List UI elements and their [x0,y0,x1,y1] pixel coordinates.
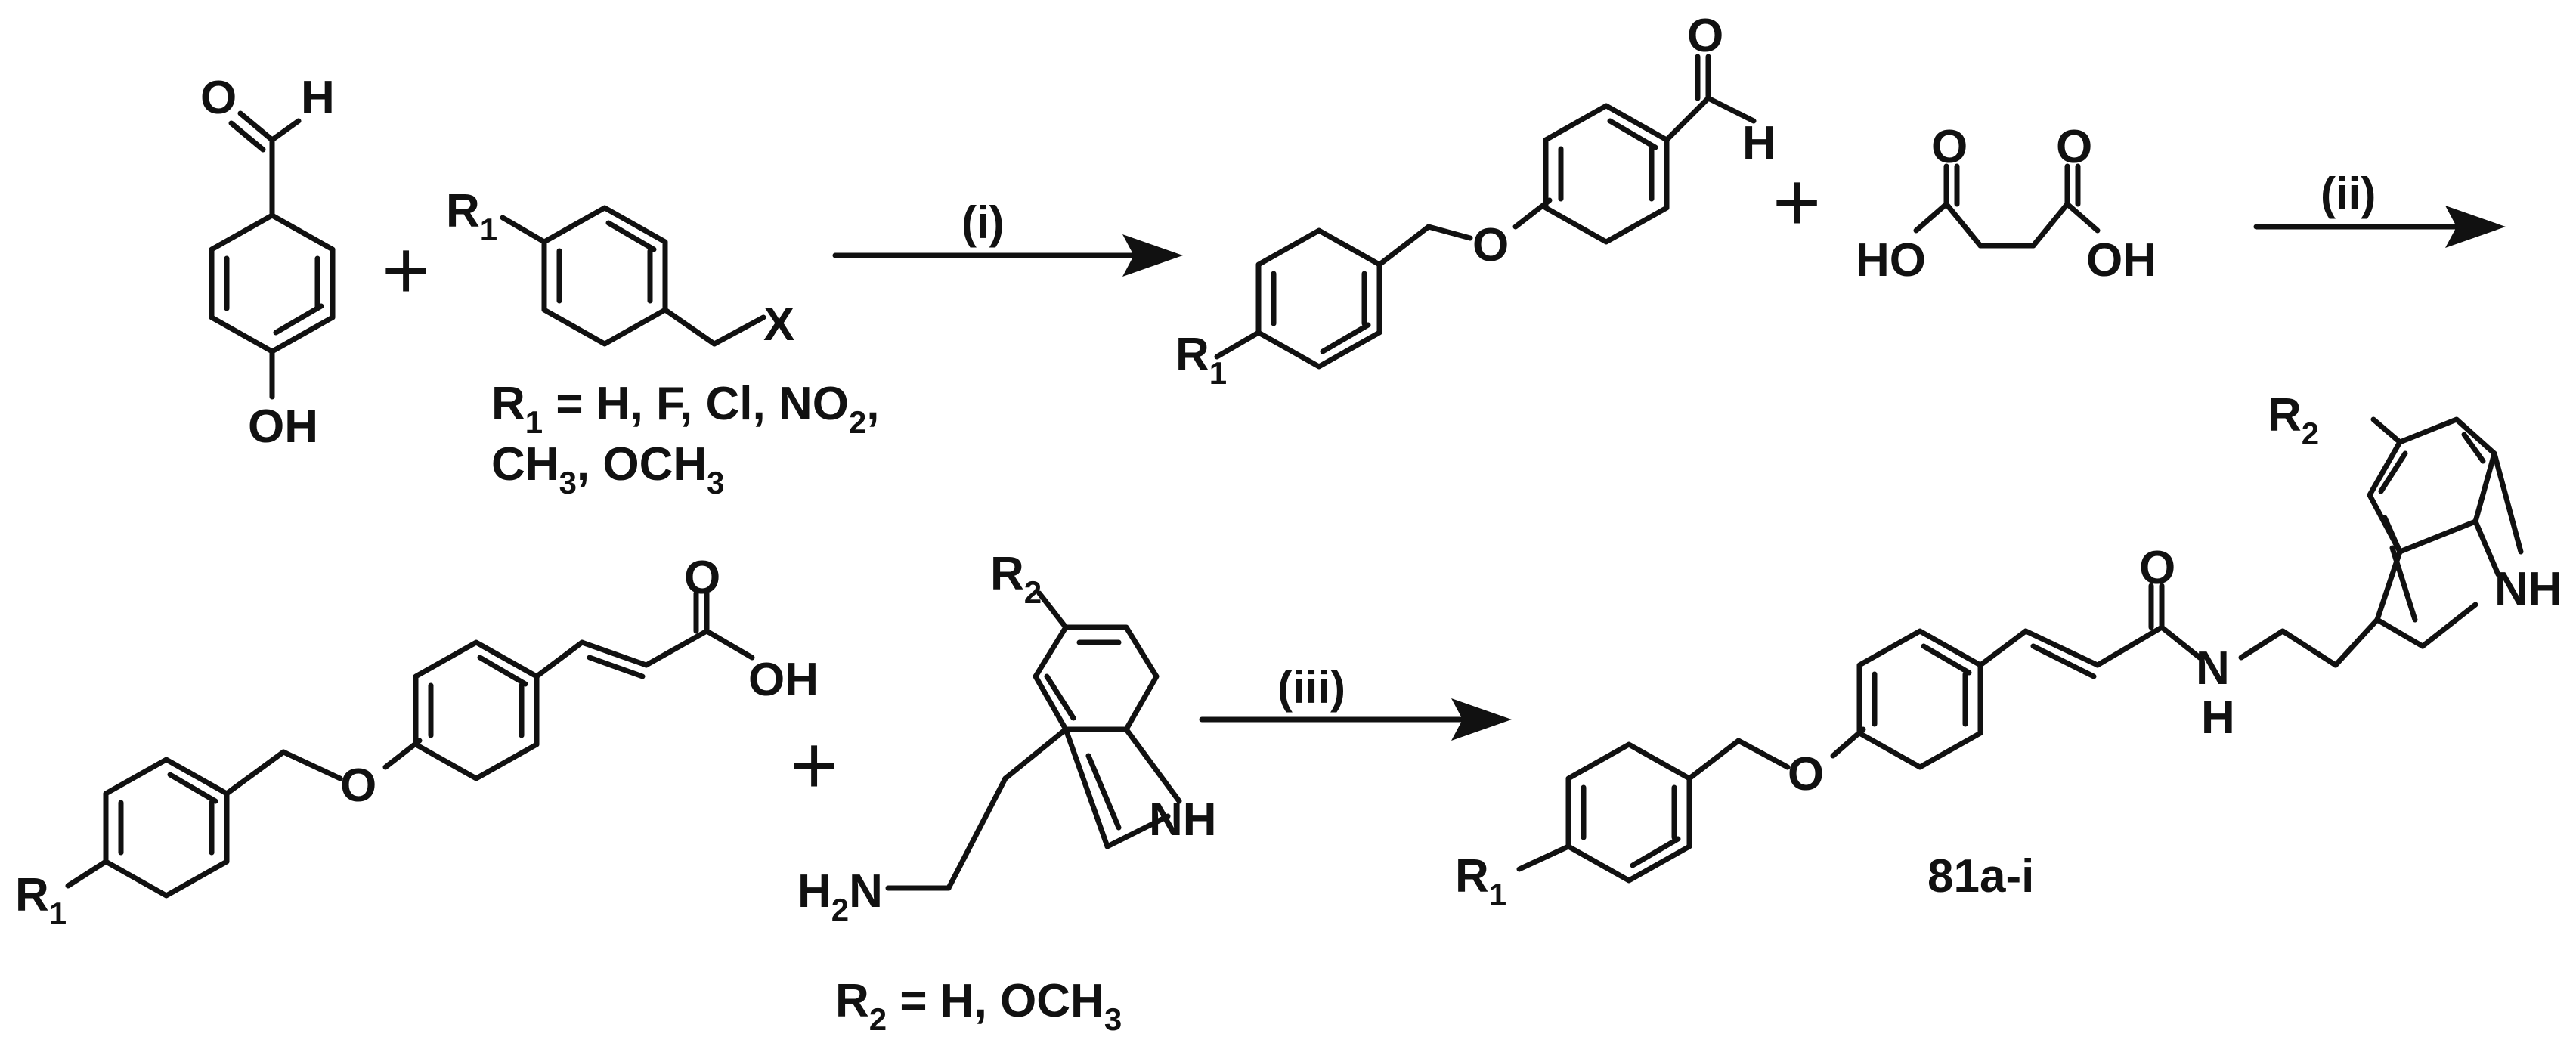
condition-step-2: (ii) [2321,169,2376,219]
malonic-oxygen-2: O [2056,121,2092,173]
aldehyde-oxygen-a: O [1687,10,1723,62]
malonic-ho: HO [1856,234,1926,286]
indole-nh-product: NH [2494,563,2562,615]
arrow-step-2: (ii) [2253,169,2506,248]
amide-oxygen: O [2139,542,2175,594]
condition-step-1: (i) [961,197,1005,248]
leaving-group-x: X [763,299,794,351]
final-amide-product: R2 NH O N H O R1 [1455,389,2562,912]
r1-label-product-a: R1 [1175,329,1227,391]
r1-substituents-line2: CH3, OCH3 [491,438,725,500]
hydroxyl-label: OH [248,401,318,453]
r2-label-product: R2 [2268,389,2319,451]
r2-label-tryptamine: R2 [990,548,1042,610]
amine-h2n: H2N [797,865,883,927]
malonic-acid: O O HO OH [1856,121,2156,286]
r2-substituents: R2 = H, OCH3 [835,975,1122,1037]
tryptamine: R2 NH H2N [797,548,1217,927]
r1-label-acid: R1 [15,869,67,931]
aldehyde-hydrogen-a: H [1742,117,1776,169]
compound-label: 81a-i [1927,850,2034,902]
ether-oxygen-acid: O [340,760,376,812]
malonic-oh: OH [2086,234,2156,286]
condition-step-3: (iii) [1277,662,1345,713]
malonic-oxygen-1: O [1931,121,1968,173]
acid-hydroxyl: OH [748,654,819,706]
arrow-step-3: (iii) [1199,662,1512,741]
aldehyde-hydrogen: H [301,72,335,124]
benzyloxycinnamic-acid: R1 O O OH [15,552,819,931]
benzyloxybenzaldehyde: R1 O O H [1175,10,1776,391]
r1-substituents-line1: R1 = H, F, Cl, NO2, [491,378,880,440]
acid-carbonyl-oxygen: O [684,552,720,604]
r1-label: R1 [446,185,497,247]
ether-oxygen-product: O [1788,748,1824,800]
benzyl-halide: R1 X [446,185,794,351]
hydroxybenzaldehyde: O H OH [200,72,336,453]
plus-sign-2: + [1773,156,1821,249]
arrow-step-1: (i) [832,197,1183,277]
amide-hydrogen: H [2201,692,2235,744]
plus-sign-3: + [790,719,838,812]
amide-nitrogen: N [2196,642,2230,695]
aldehyde-oxygen: O [200,72,237,124]
plus-sign-1: + [382,224,430,317]
ether-oxygen-a: O [1472,219,1509,271]
r1-label-product: R1 [1455,850,1506,912]
indole-nh: NH [1149,794,1217,846]
